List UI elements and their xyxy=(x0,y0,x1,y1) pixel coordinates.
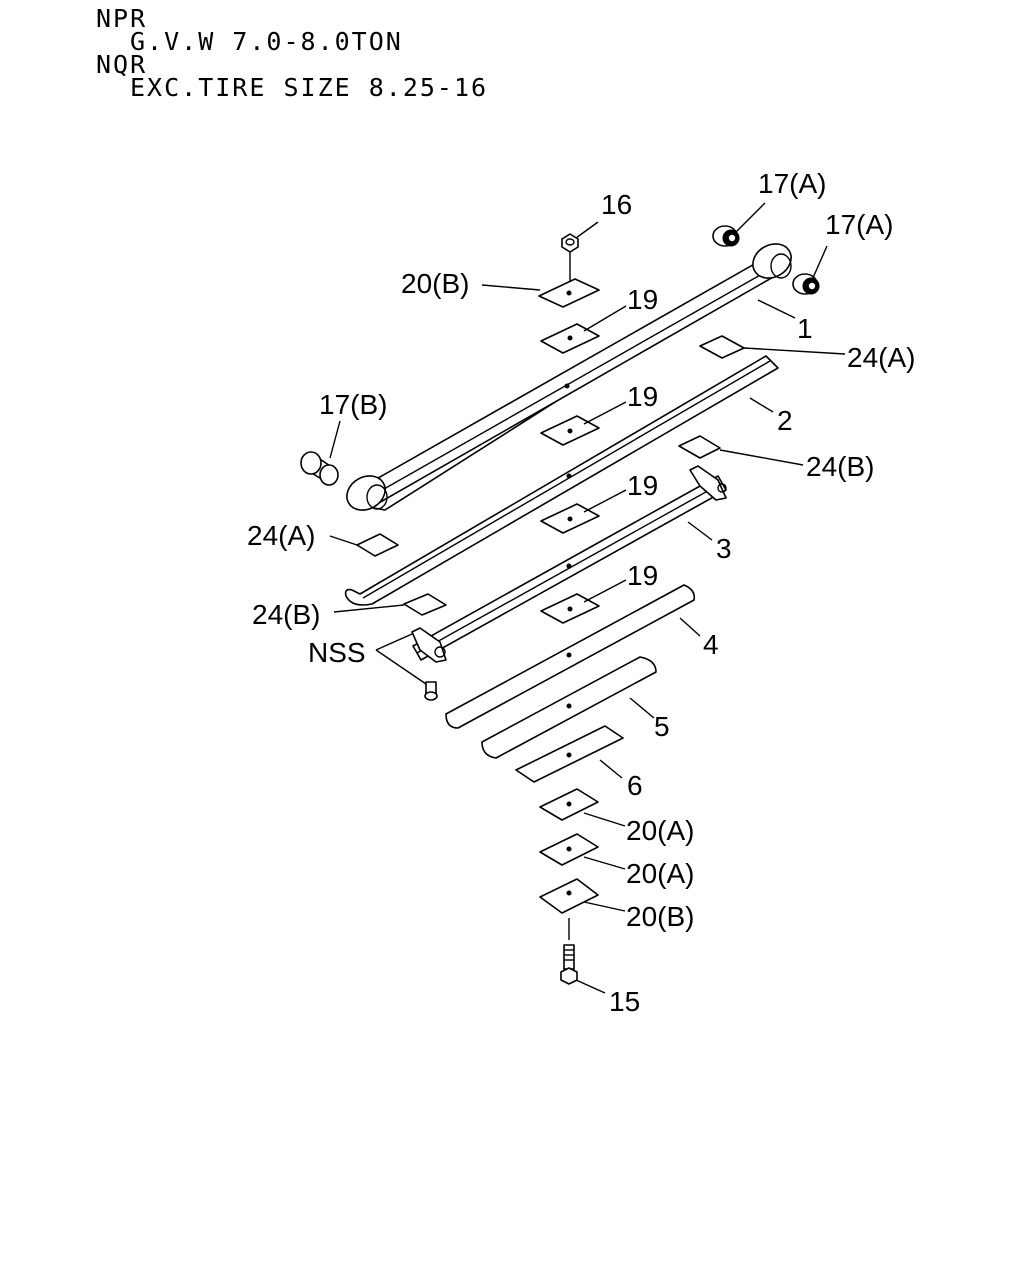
leaf-4-icon xyxy=(445,584,696,729)
callout-15: 15 xyxy=(609,986,640,1017)
callout-19-4: 19 xyxy=(627,560,658,591)
header-model-nqr: NQR xyxy=(96,50,147,79)
callout-17a-1: 17(A) xyxy=(758,168,826,199)
callout-20a-2: 20(A) xyxy=(626,858,694,889)
pad-24b-left-icon xyxy=(403,593,447,616)
plate-20a-2-icon xyxy=(539,833,599,866)
bushing-17a-2-icon xyxy=(792,273,820,295)
plate-20b-top-icon xyxy=(538,278,600,308)
plate-20b-bottom-icon xyxy=(539,878,599,914)
header-model-npr: NPR xyxy=(96,4,147,33)
callout-20a-1: 20(A) xyxy=(626,815,694,846)
callout-5: 5 xyxy=(654,711,670,742)
callout-3: 3 xyxy=(716,533,732,564)
callout-20b-bottom: 20(B) xyxy=(626,901,694,932)
callout-24a-left: 24(A) xyxy=(247,520,315,551)
callout-24a-right: 24(A) xyxy=(847,342,915,373)
callout-2: 2 xyxy=(777,405,793,436)
leaf-2-icon xyxy=(344,355,779,606)
pad-19-1-icon xyxy=(540,323,600,354)
bushing-17a-1-icon xyxy=(712,225,740,247)
callout-1: 1 xyxy=(797,313,813,344)
callout-nss: NSS xyxy=(308,637,366,668)
callout-19-2: 19 xyxy=(627,381,658,412)
callout-19-1: 19 xyxy=(627,284,658,315)
leaf-5-icon xyxy=(481,656,657,759)
header-tire-exclusion: EXC.TIRE SIZE 8.25-16 xyxy=(130,73,488,102)
callout-24b-left: 24(B) xyxy=(252,599,320,630)
callout-17b: 17(B) xyxy=(319,389,387,420)
callout-4: 4 xyxy=(703,629,719,660)
clip-bolt-nss-icon xyxy=(424,681,438,701)
callout-16: 16 xyxy=(601,189,632,220)
callout-17a-2: 17(A) xyxy=(825,209,893,240)
bushing-17b-icon xyxy=(300,451,339,486)
leaf-3-icon xyxy=(411,465,727,663)
header-gvw: G.V.W 7.0-8.0TON xyxy=(130,27,403,56)
pad-24a-left-icon xyxy=(356,533,399,557)
callout-24b-right: 24(B) xyxy=(806,451,874,482)
leaf-6-icon xyxy=(515,725,624,783)
callout-19-3: 19 xyxy=(627,470,658,501)
pad-24a-right-icon xyxy=(699,335,745,359)
pad-24b-right-icon xyxy=(678,435,721,459)
plate-20a-1-icon xyxy=(539,788,599,821)
leaf-1-main-icon xyxy=(346,243,792,511)
center-bolt-15-icon xyxy=(560,918,578,985)
callout-20b-top: 20(B) xyxy=(401,268,469,299)
leader-lines xyxy=(329,202,846,994)
callout-6: 6 xyxy=(627,770,643,801)
